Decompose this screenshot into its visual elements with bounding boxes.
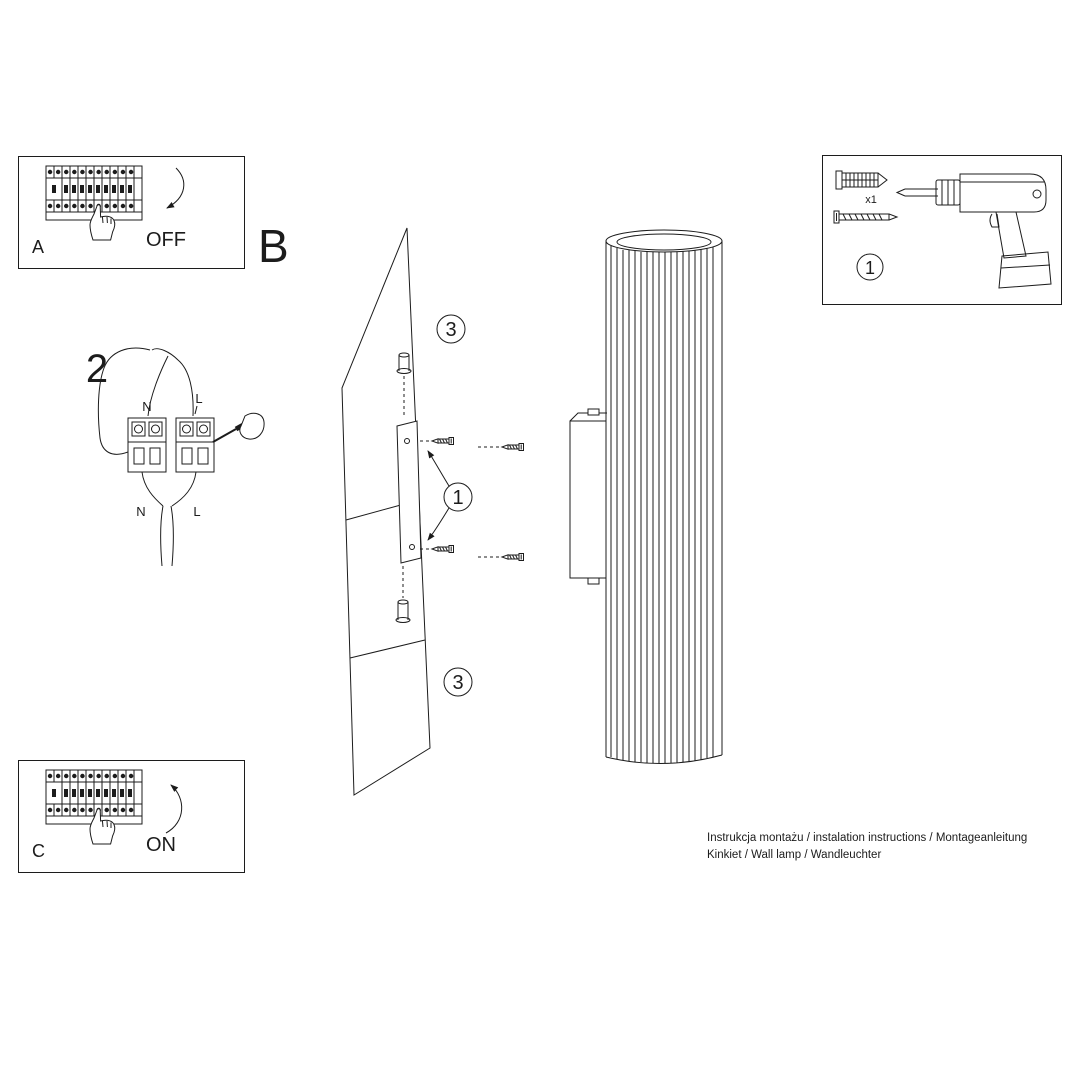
breaker-panel-icon [46,166,142,220]
wire-l-out [171,471,197,507]
wire-n-out [141,471,164,507]
step-b-letter: B [258,220,289,272]
screw-icon [431,437,454,445]
wall-board-outline [341,227,431,796]
callout-1-middle: 1 [427,450,473,541]
step-a-frame [18,156,245,269]
wire-to-l [151,348,194,417]
mounting-screw-icon [833,210,899,224]
wall-board: 3 1 3 [341,227,524,796]
step-c-power-on: ON C [18,760,245,873]
dowel-pin-top-icon [396,352,412,418]
curved-arrow-down-icon [166,167,185,209]
svg-text:3: 3 [452,672,463,694]
wall-anchor-icon [835,170,888,190]
step-c-letter: C [32,841,45,861]
screw-icon [431,545,454,553]
breaker-panel-icon [46,770,142,824]
mounting-plate [396,420,422,564]
parts-callout-1: 1 [856,253,884,281]
cable-left-edge [160,505,164,567]
terminal-n-label: N [142,399,151,414]
callout-3-bottom: 3 [443,667,473,697]
callout-arrow-down [427,507,450,541]
lamp-inner-rim [616,233,712,251]
parts-box-frame [822,155,1062,305]
callout-arrow-up [427,450,450,487]
lamp-flutes [610,246,714,763]
lamp-top-rim [605,229,723,253]
wire-n-label: N [136,504,145,519]
screw-icon [501,443,524,451]
lamp-body [605,229,723,765]
wall-lamp [569,229,723,765]
included-parts-box: x1 1 [822,155,1062,305]
wire-l-label: L [193,504,200,519]
step-2-number: 2 [86,347,108,391]
lamp-bracket [569,408,607,585]
footer-line-2: Kinkiet / Wall lamp / Wandleuchter [707,849,881,861]
step-c-frame [18,760,245,873]
dowel-pin-bottom-icon [395,566,411,623]
terminal-block-n-icon [127,417,167,473]
anchor-quantity-label: x1 [865,194,877,206]
cable-right-edge [170,505,174,567]
svg-text:1: 1 [865,258,875,278]
power-on-label: ON [146,834,176,856]
svg-text:1: 1 [452,487,463,509]
callout-3-top: 3 [436,314,466,344]
footer-line-1: Instrukcja montażu / instalation instruc… [707,832,1027,844]
terminal-l-label: L [195,391,202,406]
step-2-wiring-diagram: 2 N L N L [86,347,265,567]
step-a-letter: A [32,237,44,257]
step-a-power-off: OFF A [18,156,245,269]
wire-left [97,347,151,455]
svg-text:3: 3 [445,319,456,341]
power-off-label: OFF [146,229,186,251]
screwdriver-hand-icon [212,412,265,443]
curved-arrow-up-icon [165,784,183,834]
terminal-block-l-icon [175,417,215,473]
drill-icon [895,173,1052,289]
screw-icon [501,553,524,561]
wire-to-n [147,355,169,417]
terminal-l-leader [194,405,198,415]
